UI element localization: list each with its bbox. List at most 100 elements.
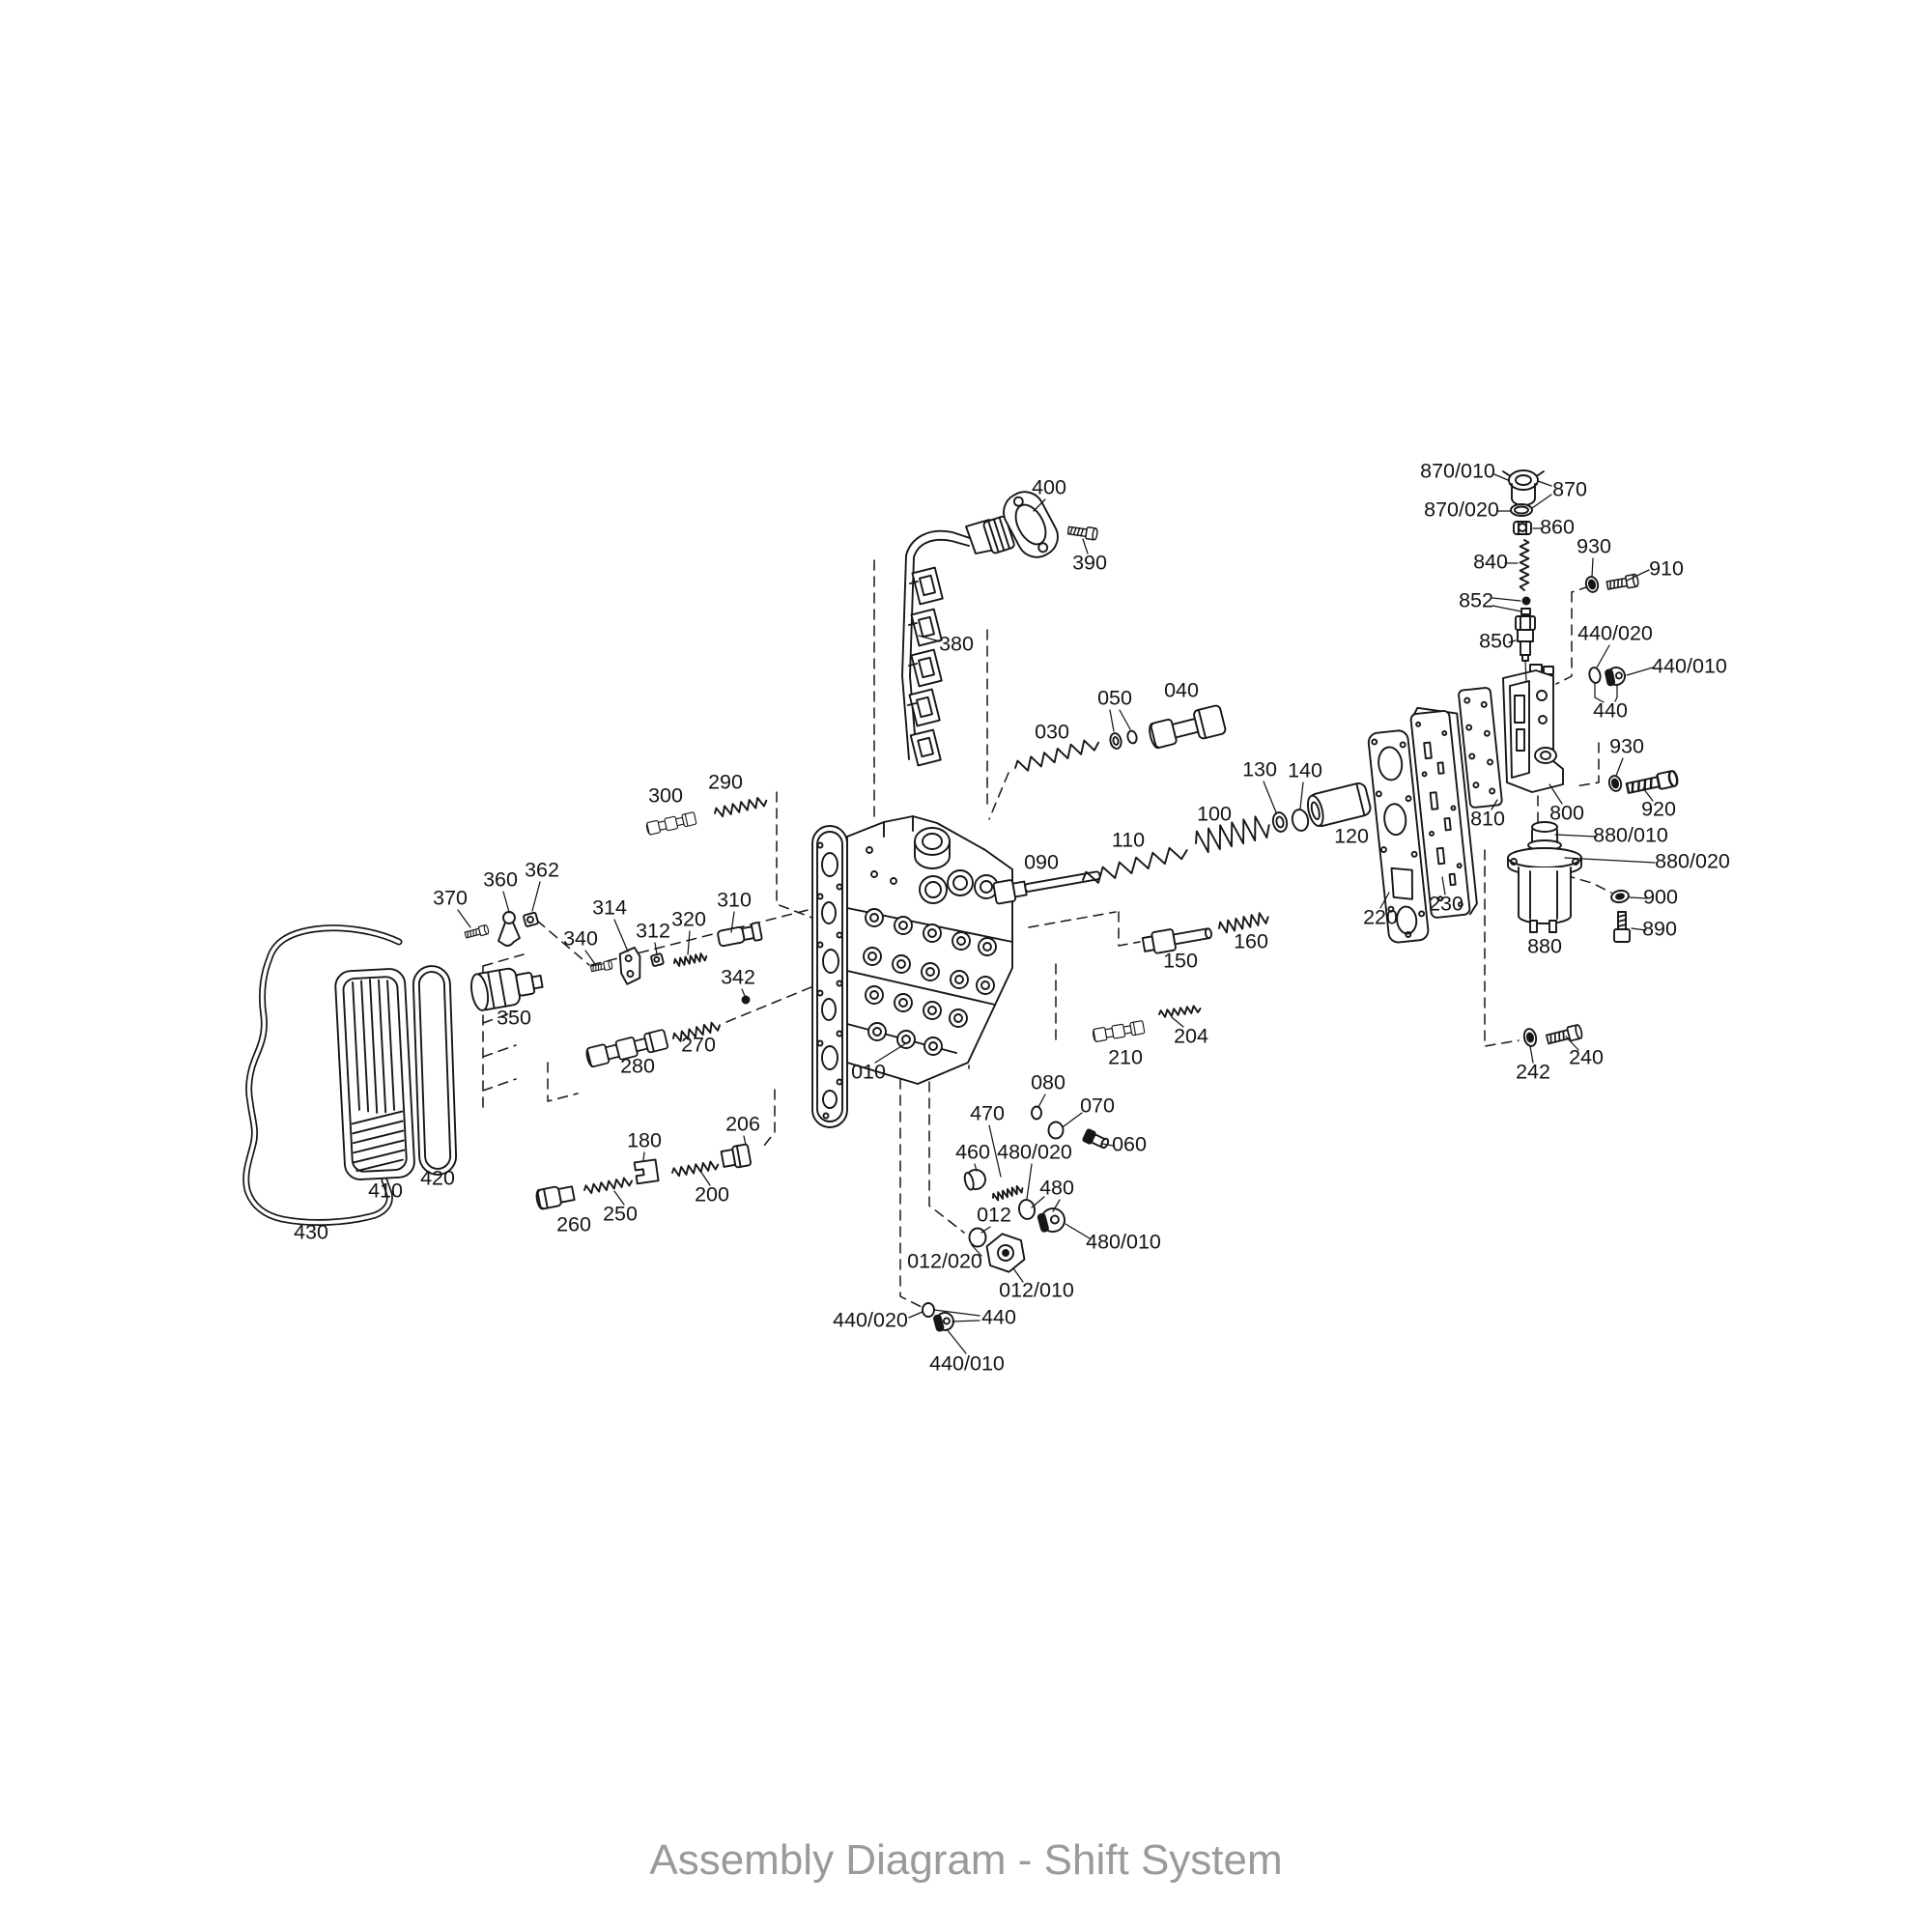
part-860-nut xyxy=(1513,521,1532,535)
part-150-valve xyxy=(1141,927,1212,954)
part-label-870: 870 xyxy=(1552,478,1587,501)
part-370-bolt xyxy=(464,923,490,941)
leader-012-020 xyxy=(971,1244,982,1257)
part-440-010-r-plug xyxy=(1605,667,1626,687)
leader-370 xyxy=(457,909,471,928)
part-460-plug xyxy=(963,1169,986,1191)
part-430-gasket xyxy=(242,924,403,1226)
part-label-250: 250 xyxy=(603,1203,638,1226)
part-label-012-020: 012/020 xyxy=(907,1250,982,1273)
part-label-140: 140 xyxy=(1288,759,1322,782)
part-label-030: 030 xyxy=(1035,721,1069,744)
part-label-070: 070 xyxy=(1080,1094,1115,1118)
leader-080 xyxy=(1037,1094,1046,1108)
part-label-860: 860 xyxy=(1540,516,1575,539)
part-label-390: 390 xyxy=(1072,552,1107,575)
part-220-gasket xyxy=(1367,729,1430,944)
part-870-020-oring xyxy=(1510,503,1533,517)
parts-layer xyxy=(242,469,1680,1332)
part-label-010: 010 xyxy=(851,1061,886,1084)
part-label-852: 852 xyxy=(1459,589,1493,612)
part-label-260: 260 xyxy=(556,1213,591,1236)
part-label-870-010: 870/010 xyxy=(1420,460,1495,483)
leader-920 xyxy=(1642,787,1654,802)
leader-440-020-b xyxy=(908,1311,923,1319)
part-label-060: 060 xyxy=(1112,1133,1147,1156)
part-890-bolt xyxy=(1613,911,1631,943)
part-360-fork xyxy=(497,911,521,947)
leader-440-010-b xyxy=(946,1328,967,1354)
part-040-piston xyxy=(1149,704,1227,750)
part-800-housing xyxy=(1502,664,1564,793)
leader-900 xyxy=(1629,896,1648,899)
part-label-900: 900 xyxy=(1643,886,1678,909)
leader-360 xyxy=(502,891,510,913)
leader-010 xyxy=(874,1042,907,1064)
part-380-harness xyxy=(901,515,1015,767)
part-410-filter xyxy=(334,968,415,1180)
part-label-430: 430 xyxy=(294,1221,328,1244)
part-label-850: 850 xyxy=(1479,630,1514,653)
leader-250 xyxy=(613,1190,625,1206)
part-label-880-010: 880/010 xyxy=(1593,824,1668,847)
leader-204 xyxy=(1171,1016,1184,1028)
leader-314 xyxy=(613,919,629,952)
leader-910 xyxy=(1626,569,1650,582)
part-242-washer xyxy=(1522,1028,1538,1047)
part-060-screw xyxy=(1082,1128,1110,1150)
part-320-spring xyxy=(672,952,708,968)
leader-870 xyxy=(1537,480,1552,487)
part-label-270: 270 xyxy=(681,1034,716,1057)
part-label-480-010: 480/010 xyxy=(1086,1231,1161,1254)
part-label-290: 290 xyxy=(708,771,743,794)
leader-050 xyxy=(1109,709,1115,732)
leader-230 xyxy=(1441,876,1446,895)
leader-852-1 xyxy=(1492,605,1522,612)
part-label-200: 200 xyxy=(695,1183,729,1207)
part-label-440-010-r: 440/010 xyxy=(1652,655,1727,678)
leader-870-1 xyxy=(1531,494,1552,509)
part-label-370: 370 xyxy=(433,887,468,910)
leader-060 xyxy=(1101,1143,1114,1147)
leader-470 xyxy=(988,1124,1002,1178)
part-930-a-washer xyxy=(1584,576,1600,593)
part-label-480-020: 480/020 xyxy=(997,1141,1072,1164)
part-label-130: 130 xyxy=(1242,758,1277,781)
part-label-204: 204 xyxy=(1174,1025,1208,1048)
part-012-010-nut xyxy=(985,1233,1026,1273)
leader-140 xyxy=(1299,781,1304,810)
part-206-fitting xyxy=(720,1143,752,1169)
leader-342 xyxy=(741,988,746,997)
leader-930-a xyxy=(1591,557,1594,578)
part-label-910: 910 xyxy=(1649,557,1684,581)
part-label-930-a: 930 xyxy=(1577,535,1611,558)
leader-880-020 xyxy=(1564,857,1656,864)
leader-890 xyxy=(1631,927,1647,931)
part-400-gasket xyxy=(1003,491,1059,558)
leader-460 xyxy=(974,1163,978,1172)
leader-070 xyxy=(1063,1112,1083,1127)
part-label-440-b: 440 xyxy=(981,1306,1016,1329)
part-label-350: 350 xyxy=(497,1007,531,1030)
part-852-seat-ball xyxy=(1520,596,1531,615)
leader-440-r xyxy=(1594,683,1605,703)
leader-220 xyxy=(1379,892,1390,909)
part-470-spring xyxy=(991,1183,1025,1203)
part-label-400: 400 xyxy=(1032,476,1066,499)
part-label-040: 040 xyxy=(1164,679,1199,702)
leader-480-010 xyxy=(1065,1223,1091,1239)
part-label-180: 180 xyxy=(627,1129,662,1152)
leader-440-020-r xyxy=(1596,644,1610,668)
part-350-sensor xyxy=(470,967,544,1011)
part-312-nut xyxy=(650,952,665,967)
part-label-120: 120 xyxy=(1334,825,1369,848)
part-label-312: 312 xyxy=(636,920,670,943)
part-label-890: 890 xyxy=(1642,918,1677,941)
part-label-150: 150 xyxy=(1163,950,1198,973)
part-label-880: 880 xyxy=(1527,935,1562,958)
part-label-480: 480 xyxy=(1039,1177,1074,1200)
part-label-340: 340 xyxy=(563,927,598,951)
part-210-spool xyxy=(1092,1019,1146,1043)
